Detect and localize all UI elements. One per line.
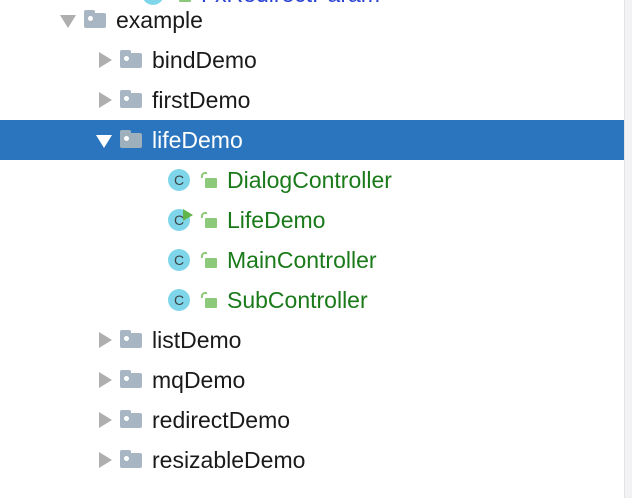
class-c-icon: C xyxy=(166,246,194,274)
folder-icon xyxy=(118,367,144,393)
tree-row[interactable]: C MainController xyxy=(0,240,625,280)
tree-row-label: listDemo xyxy=(152,327,242,353)
chevron-down-icon[interactable] xyxy=(92,127,118,153)
class-c-icon: C xyxy=(140,0,168,8)
tree-row-label: mqDemo xyxy=(152,367,246,393)
tree-indent-spacer xyxy=(0,60,92,61)
chevron-right-icon[interactable] xyxy=(92,447,118,473)
unlocked-padlock-icon xyxy=(198,288,220,312)
tree-row-label: example xyxy=(116,7,203,33)
tree-row-label: DialogController xyxy=(227,167,392,193)
tree-row-label: redirectDemo xyxy=(152,407,291,433)
tree-indent-spacer xyxy=(0,220,166,221)
tree-indent-spacer xyxy=(0,300,166,301)
tree-row[interactable]: C LifeDemo xyxy=(0,200,625,240)
tree-indent-spacer xyxy=(0,260,166,261)
chevron-right-icon[interactable] xyxy=(92,327,118,353)
tree-row-label: resizableDemo xyxy=(152,447,306,473)
folder-icon xyxy=(82,7,108,33)
tree-row[interactable]: firstDemo xyxy=(0,80,625,120)
tree-row-label: FxRedirectParam xyxy=(201,0,380,7)
chevron-right-icon[interactable] xyxy=(92,87,118,113)
tree-row[interactable]: resizableDemo xyxy=(0,440,625,480)
unlocked-padlock-icon xyxy=(198,208,220,232)
tree-row[interactable]: C SubController xyxy=(0,280,625,320)
unlocked-padlock-icon xyxy=(198,248,220,272)
tree-row-label: LifeDemo xyxy=(227,207,326,233)
tree-row-label: firstDemo xyxy=(152,87,251,113)
tree-indent-spacer xyxy=(0,460,92,461)
panel-right-gutter xyxy=(624,0,632,498)
class-c-icon: C xyxy=(166,206,194,234)
chevron-right-icon[interactable] xyxy=(92,407,118,433)
unlocked-padlock-icon xyxy=(198,168,220,192)
run-badge-icon[interactable] xyxy=(183,209,193,221)
tree-indent-spacer xyxy=(0,140,92,141)
folder-icon xyxy=(118,87,144,113)
tree-indent-spacer xyxy=(0,20,56,21)
folder-icon xyxy=(118,327,144,353)
tree-indent-spacer xyxy=(0,380,92,381)
class-c-icon: C xyxy=(166,286,194,314)
chevron-right-icon[interactable] xyxy=(92,47,118,73)
tree-indent-spacer xyxy=(0,180,166,181)
folder-icon xyxy=(118,127,144,153)
tree-indent-spacer xyxy=(0,420,92,421)
tree-row[interactable]: C DialogController xyxy=(0,160,625,200)
folder-icon xyxy=(118,447,144,473)
tree-row-label: MainController xyxy=(227,247,377,273)
class-c-icon: C xyxy=(166,166,194,194)
tree-indent-spacer xyxy=(0,340,92,341)
unlocked-padlock-icon xyxy=(172,0,194,6)
folder-icon xyxy=(118,47,144,73)
chevron-right-icon[interactable] xyxy=(92,367,118,393)
tree-row-label: lifeDemo xyxy=(152,127,243,153)
tree-row-label: bindDemo xyxy=(152,47,257,73)
tree-row[interactable]: redirectDemo xyxy=(0,400,625,440)
tree-indent-spacer xyxy=(0,100,92,101)
tree-row[interactable]: mqDemo xyxy=(0,360,625,400)
tree-row-label: SubController xyxy=(227,287,368,313)
tree-row[interactable]: C FxRedirectParam xyxy=(0,0,625,14)
chevron-down-icon[interactable] xyxy=(56,7,82,33)
tree-row[interactable]: lifeDemo xyxy=(0,120,625,160)
folder-icon xyxy=(118,407,144,433)
tree-row[interactable]: example xyxy=(0,0,625,40)
tree-row[interactable]: bindDemo xyxy=(0,40,625,80)
tree-row[interactable]: listDemo xyxy=(0,320,625,360)
